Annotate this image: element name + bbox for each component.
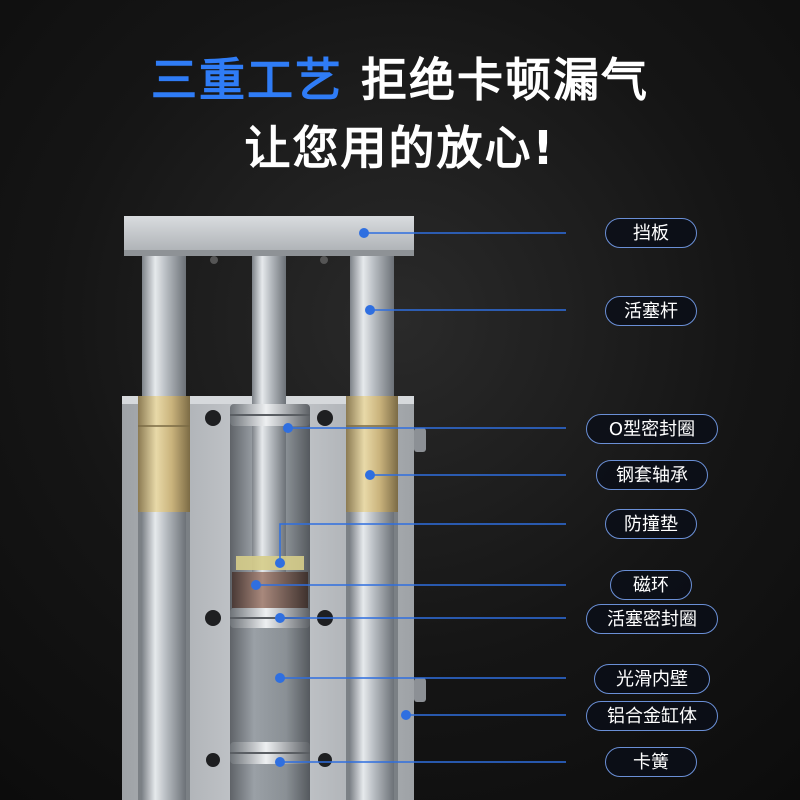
guide-rod-left xyxy=(142,252,186,800)
guide-rod-right xyxy=(350,252,394,800)
label-smooth-wall: 光滑内壁 xyxy=(594,664,710,694)
label-piston-seal: 活塞密封圈 xyxy=(586,604,718,634)
label-circlip: 卡簧 xyxy=(605,747,697,777)
label-piston-rod: 活塞杆 xyxy=(605,296,697,326)
leader-dots xyxy=(251,228,411,767)
leader-lines xyxy=(256,232,566,763)
bumper-pad xyxy=(236,556,304,570)
label-steel-bearing: 钢套轴承 xyxy=(596,460,708,490)
label-baffle: 挡板 xyxy=(605,218,697,248)
label-bumper-pad: 防撞垫 xyxy=(605,509,697,539)
bearing-left xyxy=(138,396,190,512)
bearing-right xyxy=(346,396,398,512)
magnet-ring xyxy=(232,572,308,608)
label-o-ring: O型密封圈 xyxy=(586,414,718,444)
headline-highlight: 三重工艺 xyxy=(150,53,343,107)
label-magnet-ring: 磁环 xyxy=(610,570,692,600)
headline-line-1: 三重工艺 拒绝卡顿漏气 xyxy=(0,44,800,110)
headline-line-2: 让您用的放心! xyxy=(244,121,556,175)
headline-rest: 拒绝卡顿漏气 xyxy=(361,53,649,107)
label-aluminum-body: 铝合金缸体 xyxy=(586,701,718,731)
